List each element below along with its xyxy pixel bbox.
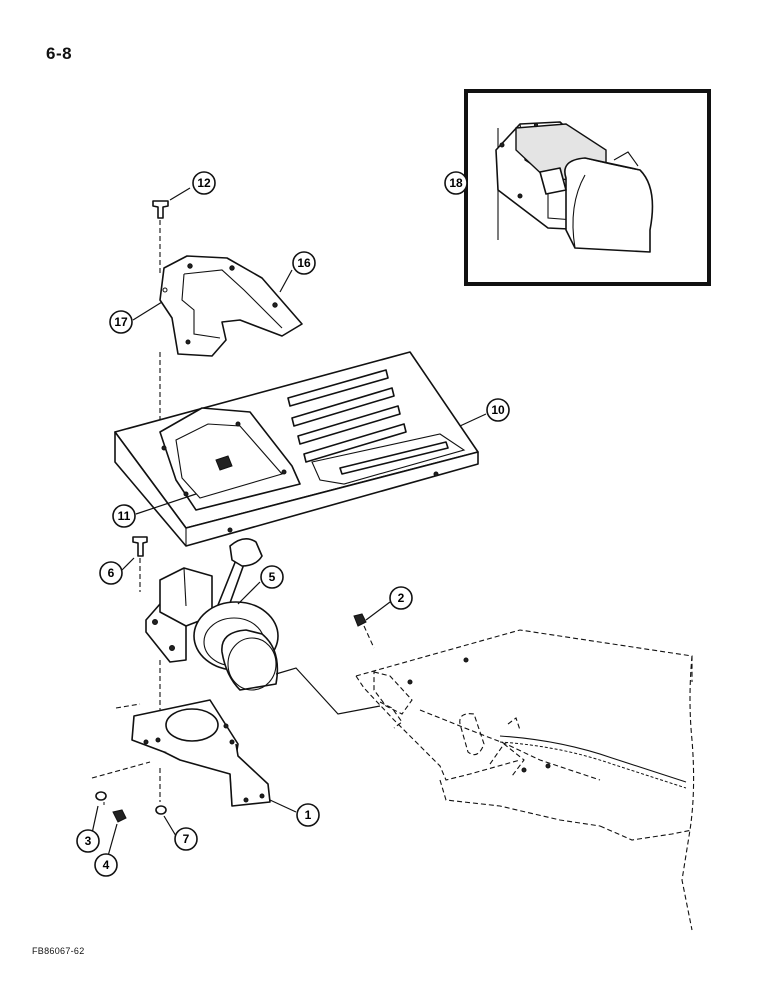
callout-3: 3	[76, 829, 100, 853]
bolt-6	[132, 536, 148, 592]
svg-text:10: 10	[491, 403, 505, 417]
callout-2: 2	[389, 586, 413, 610]
callout-12: 12	[192, 171, 216, 195]
callout-10: 10	[486, 398, 510, 422]
hardware-3-4-7	[95, 791, 167, 823]
control-assembly-5	[145, 538, 279, 691]
inset-detail	[464, 89, 711, 286]
cab-mounting-surface	[275, 629, 695, 931]
figure-code: FB86067-62	[32, 946, 85, 956]
svg-text:2: 2	[398, 591, 405, 605]
screw-12	[152, 200, 169, 440]
screw-2	[353, 613, 375, 649]
callout-17: 17	[109, 310, 133, 334]
svg-text:17: 17	[114, 315, 128, 329]
console-panel-10	[114, 351, 479, 547]
svg-text:18: 18	[449, 176, 463, 190]
callout-18: 18	[444, 171, 468, 195]
callout-7: 7	[174, 827, 198, 851]
svg-text:6: 6	[108, 566, 115, 580]
svg-text:5: 5	[269, 570, 276, 584]
svg-text:16: 16	[297, 256, 311, 270]
callout-5: 5	[260, 565, 284, 589]
callout-1: 1	[296, 803, 320, 827]
callout-4: 4	[94, 853, 118, 877]
page-number: 6-8	[46, 44, 73, 63]
svg-text:12: 12	[197, 176, 211, 190]
svg-text:1: 1	[305, 808, 312, 822]
callout-11: 11	[112, 504, 136, 528]
svg-text:3: 3	[85, 834, 92, 848]
callout-16: 16	[292, 251, 316, 275]
svg-text:7: 7	[183, 832, 190, 846]
svg-text:11: 11	[118, 509, 131, 523]
bracket-1	[91, 660, 271, 807]
svg-text:4: 4	[103, 858, 110, 872]
gasket-plate-16-17	[159, 255, 303, 357]
callout-6: 6	[99, 561, 123, 585]
leader-lines	[90, 187, 487, 857]
